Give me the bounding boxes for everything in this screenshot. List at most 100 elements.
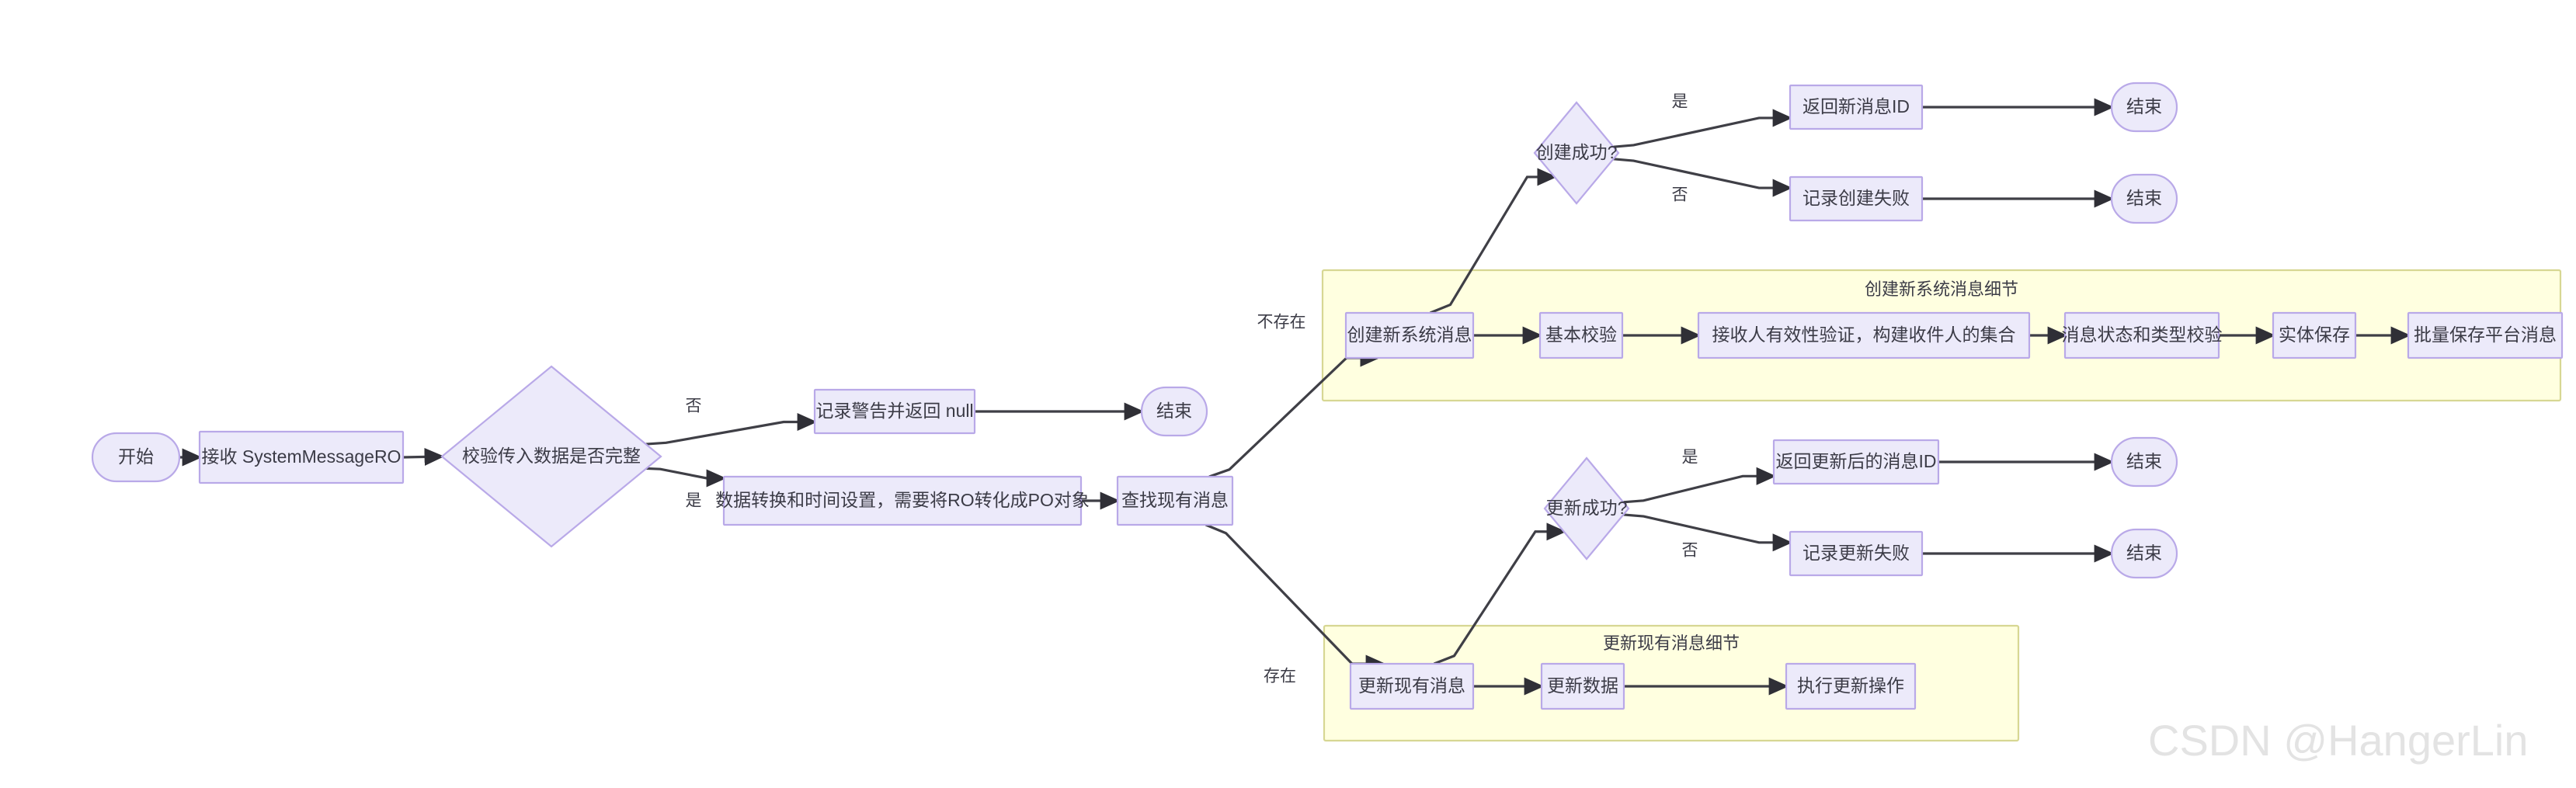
node-end-upd-id[interactable]: 结束: [2110, 436, 2178, 488]
node-end-null[interactable]: 结束: [1140, 386, 1208, 437]
node-label-end-new-id: 结束: [2126, 96, 2162, 116]
edge-layer: [179, 98, 2411, 696]
node-label-upd-id: 返回更新后的消息ID: [1776, 451, 1937, 471]
node-state-check[interactable]: 消息状态和类型校验: [2062, 311, 2223, 359]
node-shape-stadium: [2110, 528, 2178, 579]
node-validate[interactable]: 校验传入数据是否完整: [440, 365, 662, 548]
node-shape-rect: [2272, 311, 2357, 359]
node-convert[interactable]: 数据转换和时间设置，需要将RO转化成PO对象: [715, 475, 1090, 526]
node-new-id[interactable]: 返回新消息ID: [1789, 84, 1924, 130]
edge-label-validate-to-warn-null: 否: [686, 397, 702, 415]
node-shape-rect: [1538, 311, 1624, 359]
edge-update-msg-to-update-ok: [1433, 522, 1566, 665]
node-label-receive: 接收 SystemMessageRO: [202, 446, 402, 467]
node-shape-stadium: [2110, 436, 2178, 488]
node-label-validate: 校验传入数据是否完整: [462, 446, 641, 466]
node-shape-rect: [1540, 662, 1625, 710]
edge-label-validate-to-convert: 是: [686, 492, 702, 510]
node-start[interactable]: 开始: [91, 432, 181, 483]
node-label-update-fail: 记录更新失败: [1803, 543, 1910, 563]
edge-receive-to-validate: [402, 447, 445, 466]
node-update-fail[interactable]: 记录更新失败: [1789, 530, 1924, 577]
node-update-msg[interactable]: 更新现有消息: [1349, 662, 1475, 710]
node-shape-rect: [1785, 662, 1917, 710]
node-do-update[interactable]: 执行更新操作: [1785, 662, 1917, 710]
watermark-layer: CSDN @HangerLin: [2148, 716, 2528, 765]
node-shape-rect: [2407, 311, 2564, 359]
node-shape-stadium: [1140, 386, 1208, 437]
node-shape-rect: [1116, 475, 1234, 526]
edge-create-msg-to-create-ok: [1429, 168, 1557, 314]
node-entity-save[interactable]: 实体保存: [2272, 311, 2357, 359]
edge-create-ok-to-new-id: [1613, 109, 1793, 148]
node-update-ok[interactable]: 更新成功?: [1543, 456, 1630, 561]
node-label-state-check: 消息状态和类型校验: [2062, 325, 2223, 345]
node-update-data[interactable]: 更新数据: [1540, 662, 1625, 710]
node-label-new-id: 返回新消息ID: [1803, 96, 1910, 116]
node-create-fail[interactable]: 记录创建失败: [1789, 175, 1924, 222]
edge-update-ok-to-upd-id: [1623, 467, 1777, 504]
edge-label-bg: [1260, 665, 1300, 689]
node-label-convert: 数据转换和时间设置，需要将RO转化成PO对象: [715, 490, 1090, 510]
node-shape-rect: [1697, 311, 2031, 359]
edge-label-bg: [682, 490, 705, 513]
node-basic-check[interactable]: 基本校验: [1538, 311, 1624, 359]
node-label-update-ok: 更新成功?: [1546, 498, 1628, 518]
edge-label-bg: [1668, 91, 1691, 114]
subgraph-title-update-detail: 更新现有消息细节: [1603, 634, 1740, 653]
node-shape-stadium: [91, 432, 181, 483]
edge-label-create-ok-to-new-id: 是: [1672, 93, 1688, 111]
edge-label-create-ok-to-create-fail: 否: [1672, 186, 1688, 204]
csdn-watermark: CSDN @HangerLin: [2148, 716, 2528, 765]
node-layer: 开始 接收 SystemMessageRO 校验传入数据是否完整 记录警告并返回 nu…: [91, 82, 2564, 710]
edge-validate-to-convert: [646, 467, 727, 488]
node-receive[interactable]: 接收 SystemMessageRO: [198, 430, 405, 484]
node-label-end-up-fail: 结束: [2126, 543, 2162, 563]
node-label-find-msg: 查找现有消息: [1121, 490, 1229, 510]
subgraph-update-detail: [1323, 624, 2020, 742]
node-label-basic-check: 基本校验: [1545, 325, 1617, 345]
edge-label-find-msg-to-create-msg: 不存在: [1257, 314, 1306, 332]
node-shape-diamond: [1543, 456, 1630, 561]
node-label-end-cr-fail: 结束: [2126, 188, 2162, 208]
node-create-ok[interactable]: 创建成功?: [1533, 101, 1620, 205]
node-shape-rect: [722, 475, 1083, 526]
node-label-end-upd-id: 结束: [2126, 451, 2162, 471]
node-label-create-fail: 记录创建失败: [1803, 188, 1910, 208]
edge-label-bg: [1253, 311, 1310, 335]
node-shape-stadium: [2110, 82, 2178, 133]
edge-label-update-ok-to-upd-id: 是: [1682, 449, 1698, 467]
node-shape-diamond: [1533, 101, 1620, 205]
edge-label-bg: [682, 395, 705, 418]
edge-update-ok-to-update-fail: [1623, 513, 1793, 552]
node-find-msg[interactable]: 查找现有消息: [1116, 475, 1234, 526]
node-upd-id[interactable]: 返回更新后的消息ID: [1772, 439, 1940, 485]
node-batch-save[interactable]: 批量保存平台消息: [2407, 311, 2564, 359]
node-end-cr-fail[interactable]: 结束: [2110, 173, 2178, 224]
edge-label-update-ok-to-update-fail: 否: [1682, 542, 1698, 560]
node-end-new-id[interactable]: 结束: [2110, 82, 2178, 133]
node-shape-diamond: [440, 365, 662, 548]
node-label-batch-save: 批量保存平台消息: [2414, 325, 2557, 345]
edge-label-find-msg-to-update-msg: 存在: [1264, 668, 1296, 686]
node-label-update-msg: 更新现有消息: [1358, 675, 1465, 696]
node-shape-rect: [1344, 311, 1475, 359]
edge-create-ok-to-create-fail: [1613, 158, 1793, 197]
edge-label-bg: [1668, 184, 1691, 207]
node-warn-null[interactable]: 记录警告并返回 null: [813, 388, 976, 435]
subgraph-title-create-detail: 创建新系统消息细节: [1865, 279, 2018, 299]
node-end-up-fail[interactable]: 结束: [2110, 528, 2178, 579]
node-label-warn-null: 记录警告并返回 null: [815, 401, 973, 421]
node-label-update-data: 更新数据: [1547, 675, 1618, 696]
node-label-end-null: 结束: [1156, 401, 1192, 421]
edge-label-bg: [1678, 446, 1702, 470]
node-recv-verify[interactable]: 接收人有效性验证，构建收件人的集合: [1697, 311, 2031, 359]
node-shape-rect: [1789, 530, 1924, 577]
node-label-start: 开始: [118, 446, 154, 467]
node-shape-rect: [813, 388, 976, 435]
node-create-msg[interactable]: 创建新系统消息: [1344, 311, 1475, 359]
node-label-entity-save: 实体保存: [2279, 325, 2350, 345]
